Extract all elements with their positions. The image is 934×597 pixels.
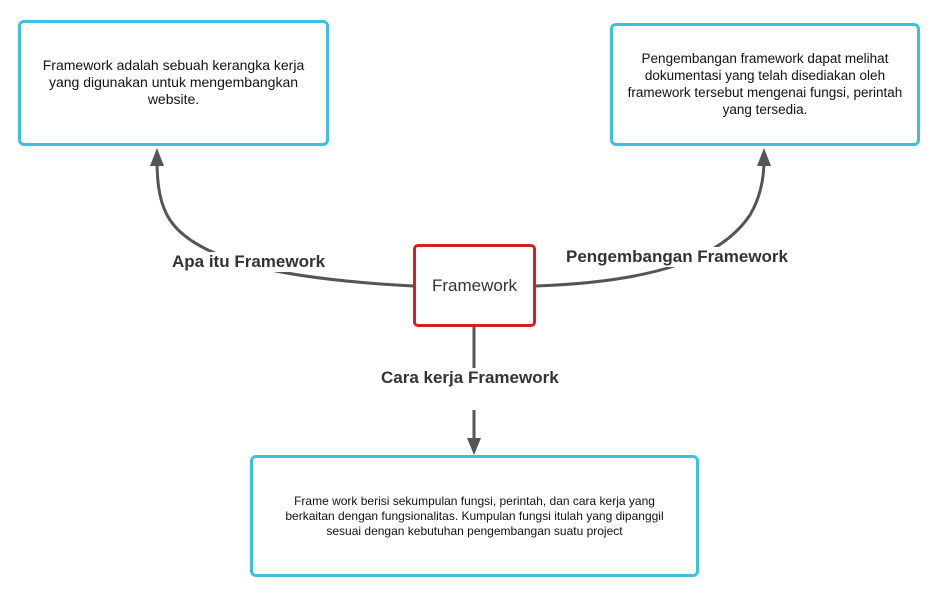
node-cara-kerja-framework: Frame work berisi sekumpulan fungsi, per… [250, 455, 699, 577]
edge-label-left: Apa itu Framework [170, 252, 328, 272]
node-left-text: Framework adalah sebuah kerangka kerja y… [42, 57, 305, 107]
center-node-label: Framework [431, 275, 517, 295]
arrowhead-left [150, 148, 164, 166]
node-right-text: Pengembangan framework dapat melihat dok… [627, 51, 903, 117]
connector-left [155, 159, 414, 288]
arrowhead-bottom [467, 438, 481, 455]
node-bottom-text: Frame work berisi sekumpulan fungsi, per… [285, 494, 664, 538]
connector-right [535, 159, 766, 288]
arrowhead-right [757, 148, 771, 166]
node-apa-itu-framework: Framework adalah sebuah kerangka kerja y… [18, 20, 329, 146]
edge-label-bottom: Cara kerja Framework [379, 368, 561, 388]
edge-label-right: Pengembangan Framework [564, 247, 791, 267]
node-pengembangan-framework: Pengembangan framework dapat melihat dok… [610, 23, 920, 146]
node-framework-center: Framework [413, 244, 536, 327]
